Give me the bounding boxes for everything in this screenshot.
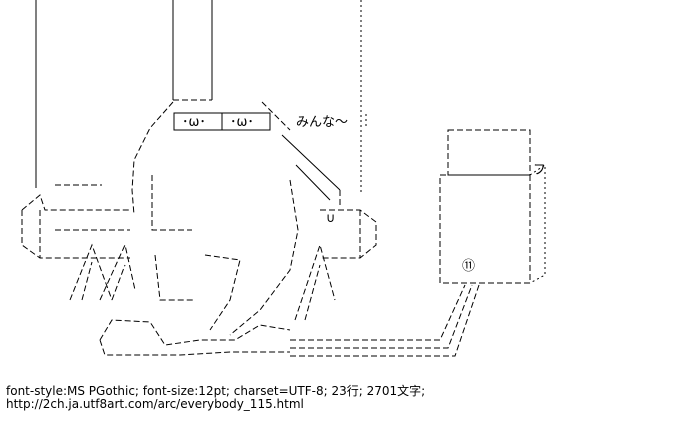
body-outline-left <box>131 101 174 216</box>
jar-lid <box>447 129 531 176</box>
body-outline-right <box>261 101 291 131</box>
jar-side <box>529 164 546 284</box>
jar-label: フ <box>533 163 546 178</box>
hose <box>290 284 480 357</box>
arrows-right <box>294 243 336 321</box>
speech-text: みんな～ <box>296 115 348 130</box>
face-right: ･ω･ <box>230 115 254 130</box>
body-right-side <box>229 179 299 336</box>
body-curl <box>204 254 241 331</box>
body-inner-left <box>151 175 195 301</box>
right-device <box>320 190 377 259</box>
arm-right <box>281 134 341 201</box>
ascii-art-drawing: ･ω･ ･ω･ みんな～ ∪ フ ⑪ <box>21 0 546 357</box>
face-left: ･ω･ <box>182 115 206 130</box>
footer-info: font-style:MS PGothic; font-size:12pt; c… <box>6 384 426 398</box>
footer-url[interactable]: http://2ch.ja.utf8art.com/arc/everybody_… <box>6 397 304 411</box>
badge-number: ⑪ <box>462 259 475 274</box>
arrows-left <box>69 243 136 301</box>
left-device <box>21 194 130 259</box>
right-device-mark: ∪ <box>326 211 336 226</box>
bottom-blob <box>99 319 291 356</box>
jar-body <box>439 174 531 284</box>
